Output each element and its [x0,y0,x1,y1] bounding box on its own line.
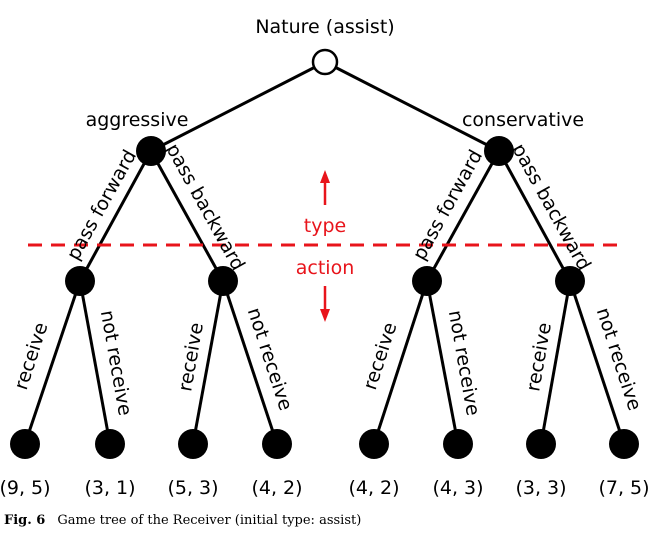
caption-text: Game tree of the Receiver (initial type:… [57,513,361,528]
edge-leaf-2 [78,280,112,445]
edge-label-not-receive-4: not receive [592,305,646,413]
edge-aggressive-backward [149,150,225,282]
edge-leaf-5 [372,280,429,445]
root-label: Nature (assist) [255,16,394,38]
payoff-3: (5, 3) [167,477,218,499]
edge-leaf-8 [568,280,626,445]
type-label-aggressive: aggressive [86,109,189,131]
leaf-node-6 [443,429,473,459]
action-label: action [296,257,354,279]
edge-aggressive-forward [78,150,153,282]
leaf-node-7 [526,429,556,459]
edge-label-not-receive-2: not receive [243,305,297,413]
node-aggressive-backward [208,266,238,296]
edge-root-conservative [324,60,500,153]
leaf-node-5 [359,429,389,459]
node-conservative [484,136,514,166]
figure-number: Fig. 6 [4,513,45,528]
down-arrow-icon [320,286,330,322]
leaf-node-3 [178,429,208,459]
payoff-2: (3, 1) [84,477,135,499]
leaf-node-2 [95,429,125,459]
leaf-node-4 [262,429,292,459]
node-conservative-forward [412,266,442,296]
payoff-8: (7, 5) [598,477,649,499]
figure-caption: Fig. 6 Game tree of the Receiver (initia… [4,511,361,528]
edge-label-conservative-backward: pass backward [507,140,595,274]
leaf-node-1 [10,429,40,459]
node-aggressive-forward [65,266,95,296]
payoff-6: (4, 3) [432,477,483,499]
edge-label-aggressive-backward: pass backward [161,140,249,274]
payoff-7: (3, 3) [515,477,566,499]
edge-leaf-6 [425,280,460,445]
edge-leaf-3 [191,280,225,445]
edge-leaf-1 [23,280,82,445]
edge-conservative-backward [497,150,572,282]
payoff-5: (4, 2) [348,477,399,499]
payoff-1: (9, 5) [0,477,51,499]
payoff-4: (4, 2) [251,477,302,499]
edge-root-aggressive [150,60,326,153]
type-label-conservative: conservative [462,109,584,131]
up-arrow-icon [320,170,330,205]
edge-leaf-4 [221,280,279,445]
edge-conservative-forward [425,150,501,282]
type-label: type [304,215,346,237]
edge-leaf-7 [539,280,572,445]
root-node [311,48,339,76]
leaf-node-8 [609,429,639,459]
node-conservative-backward [555,266,585,296]
node-aggressive [136,136,166,166]
